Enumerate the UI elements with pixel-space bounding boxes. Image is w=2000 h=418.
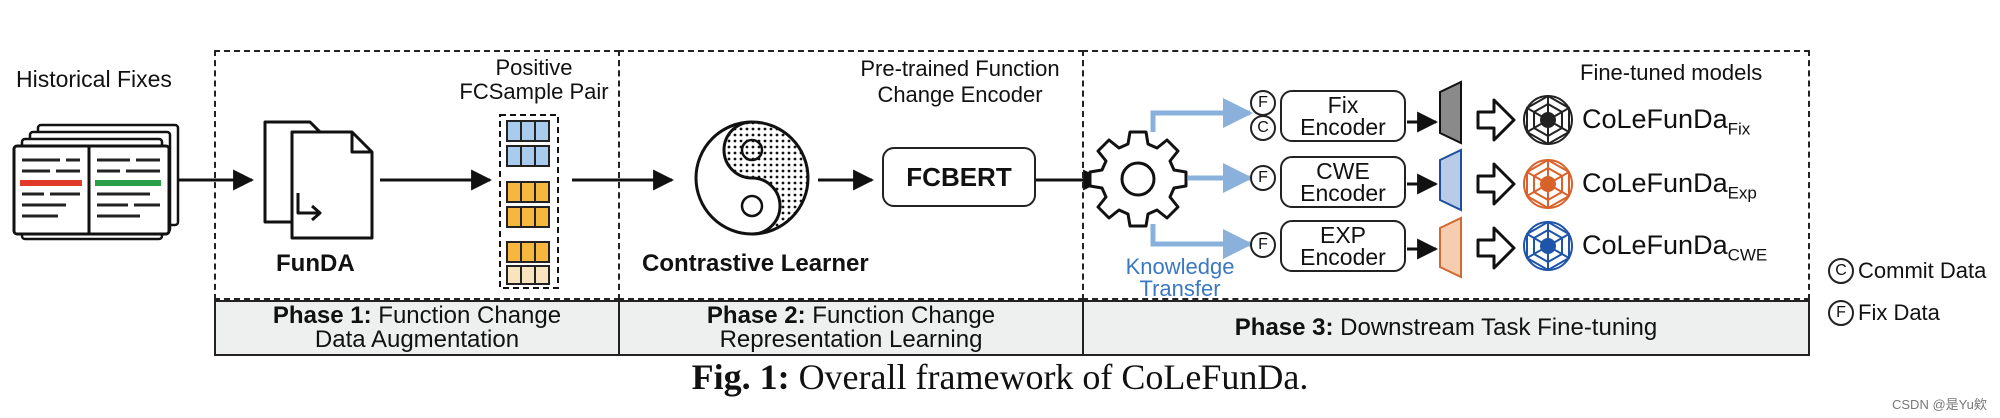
phase1-bar-line1: Function Change	[378, 302, 562, 329]
exp-fix-data-marker: F	[1250, 232, 1276, 258]
exp-encoder-box: EXP Encoder	[1280, 220, 1406, 272]
phase1-bar-title: Phase 1:	[272, 302, 372, 329]
legend-commit: C Commit Data	[1828, 258, 1986, 284]
phase3-frame	[1082, 50, 1810, 300]
gear-icon	[1088, 130, 1188, 228]
positive-pair-label: Positive FCSample Pair	[459, 55, 609, 104]
cwe-head-trapezoid	[1439, 148, 1462, 212]
exp-model-network-icon	[1523, 158, 1573, 210]
contrastive-learner-label: Contrastive Learner	[642, 250, 869, 277]
sample-pair-blocks	[506, 120, 550, 285]
model-cwe-name: CoLeFunDaCWE	[1582, 230, 1768, 265]
funda-document-icon	[263, 120, 374, 240]
historical-fixes-label: Historical Fixes	[16, 66, 172, 92]
phase2-bar-line1: Function Change	[812, 302, 996, 329]
fix-encoder-box: Fix Encoder	[1280, 90, 1406, 142]
phase1-bar: Phase 1: Function Change Data Augmentati…	[214, 300, 620, 356]
historical-fixes-docs-icon	[12, 123, 180, 241]
phase3-bar-title: Phase 3:	[1234, 314, 1334, 341]
finetuned-models-label: Fine-tuned models	[1580, 60, 1763, 85]
funda-label: FunDA	[276, 250, 355, 277]
cwe-model-network-icon	[1523, 220, 1573, 272]
knowledge-transfer-label: Knowledge Transfer	[1125, 254, 1235, 301]
fix-model-network-icon	[1523, 94, 1573, 146]
phase2-bar: Phase 2: Function Change Representation …	[618, 300, 1084, 356]
contrastive-learner-yinyang-icon	[694, 120, 810, 236]
fix-data-marker: F	[1250, 90, 1276, 116]
legend-fix: F Fix Data	[1828, 300, 1940, 326]
phase3-bar: Phase 3: Downstream Task Fine-tuning	[1082, 300, 1810, 356]
encoder-label: Pre-trained Function Change Encoder	[860, 56, 1060, 107]
fix-head-trapezoid	[1439, 80, 1462, 145]
output-block-arrows	[1476, 98, 1516, 270]
cwe-encoder-box: CWE Encoder	[1280, 156, 1406, 208]
model-exp-name: CoLeFunDaExp	[1582, 168, 1757, 203]
pair-stack-border	[499, 114, 559, 289]
phase1-bar-line2: Data Augmentation	[314, 326, 520, 353]
figure-caption: Fig. 1: Overall framework of CoLeFunDa.	[691, 357, 1309, 397]
fcbert-box: FCBERT	[882, 147, 1036, 207]
phase3-bar-rest: Downstream Task Fine-tuning	[1340, 314, 1658, 341]
exp-head-trapezoid	[1439, 216, 1462, 279]
phase2-bar-line2: Representation Learning	[719, 326, 983, 353]
cwe-fix-data-marker: F	[1250, 165, 1276, 191]
knowledge-transfer-arrows	[1150, 98, 1253, 259]
model-fix-name: CoLeFunDaFix	[1582, 104, 1751, 139]
phase2-bar-title: Phase 2:	[706, 302, 806, 329]
watermark: CSDN @是Yu欸	[1892, 397, 1987, 412]
commit-data-marker: C	[1250, 115, 1276, 141]
